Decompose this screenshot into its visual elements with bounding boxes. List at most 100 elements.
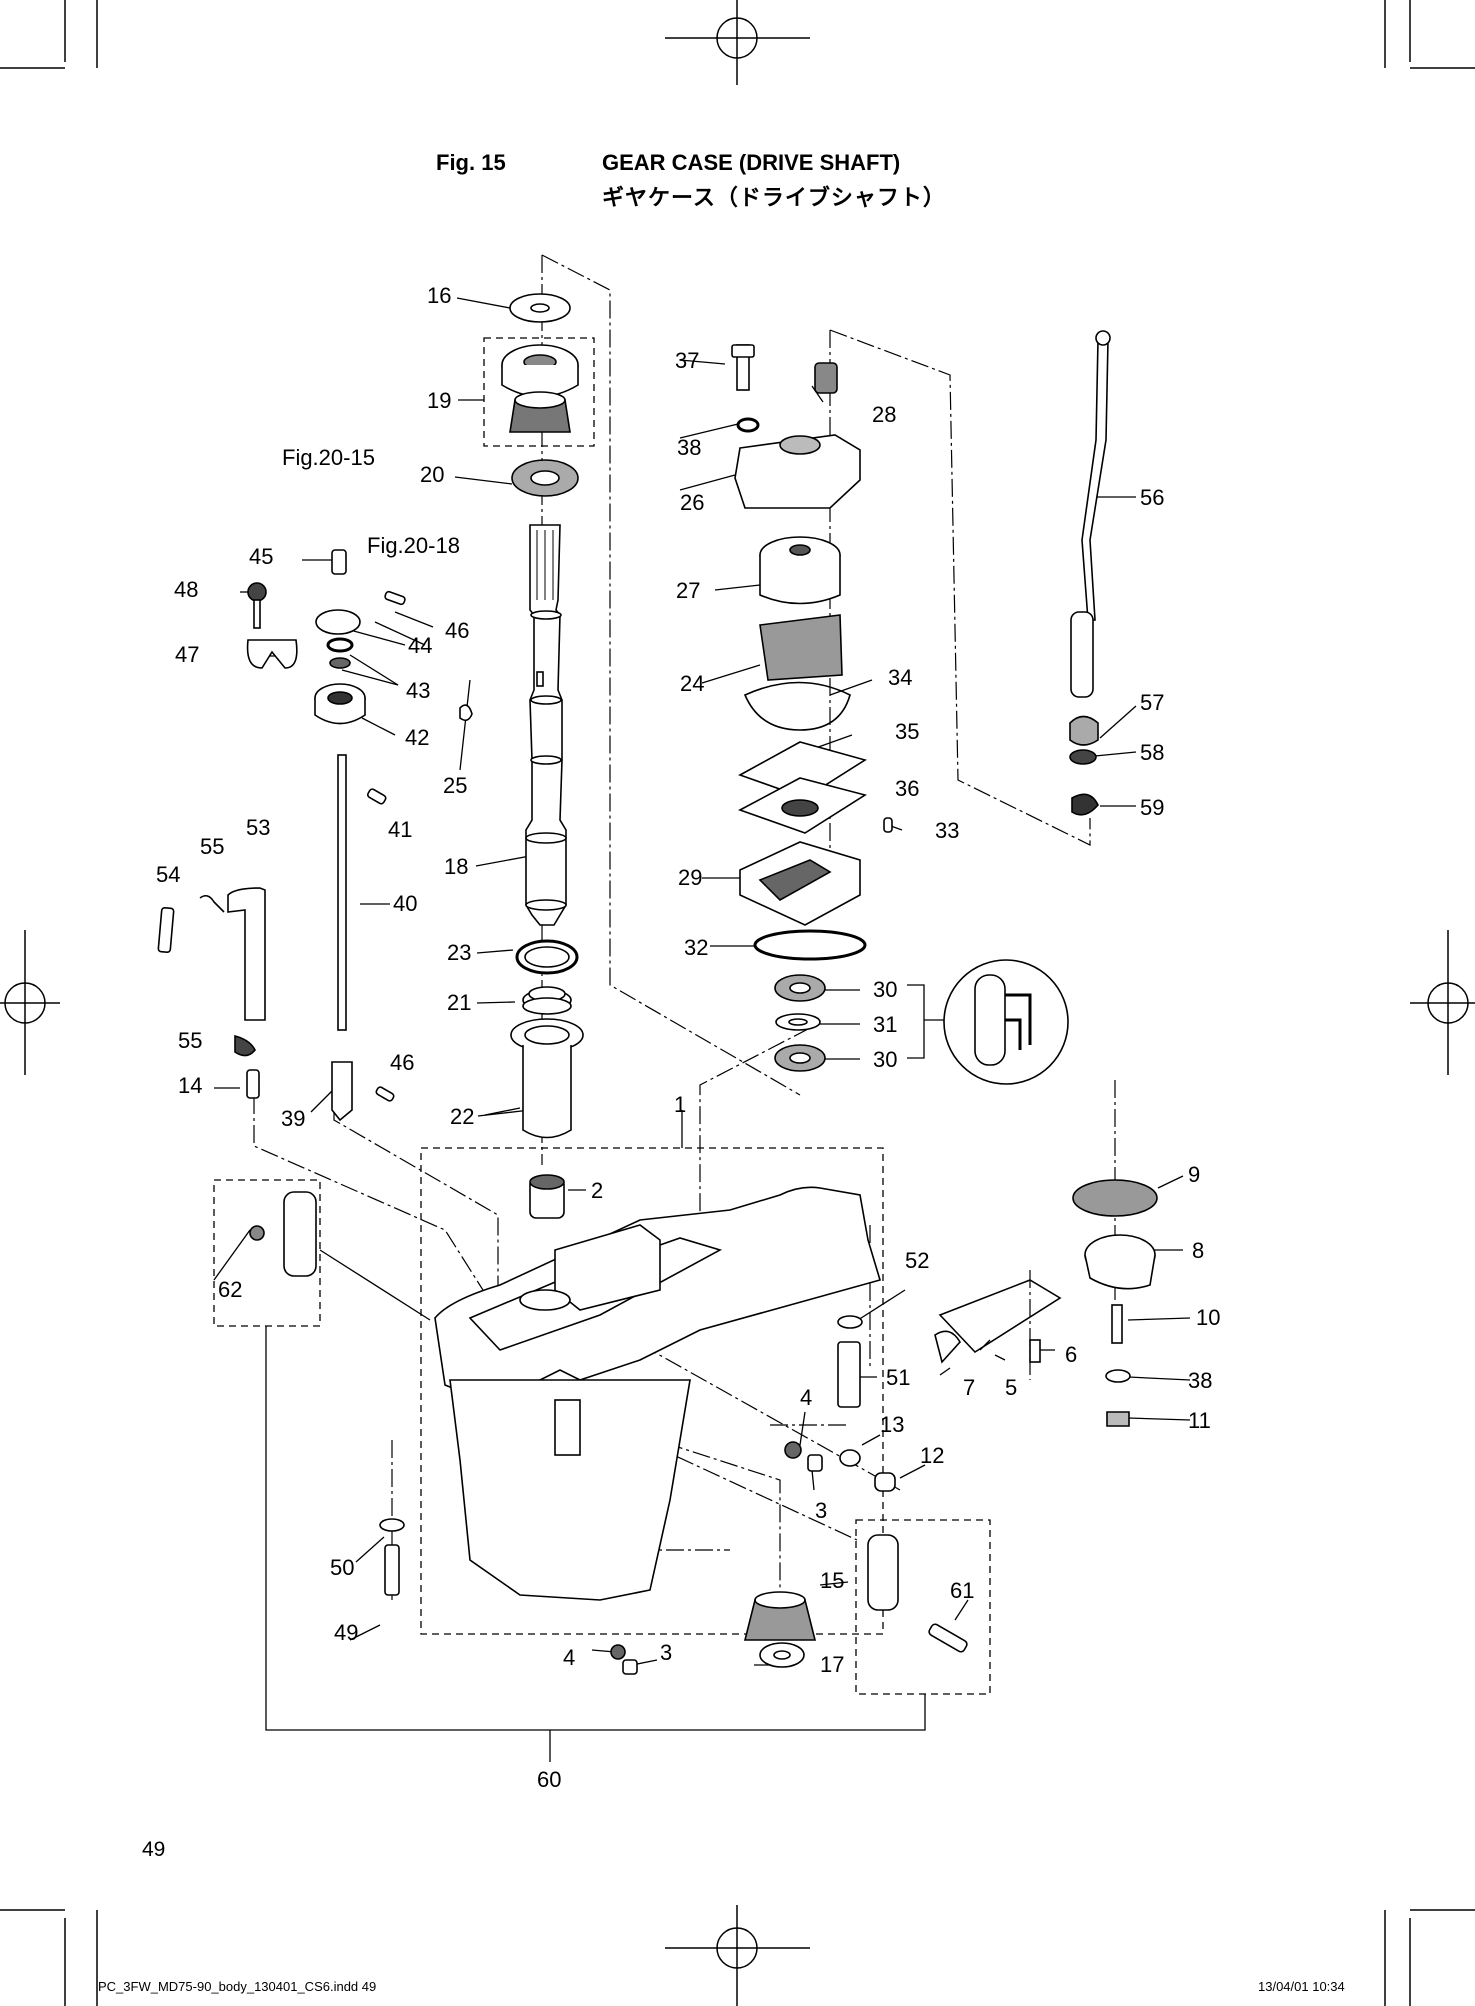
callout-7: 7 [963,1375,975,1400]
parts [157,293,1158,1675]
washer-43a [326,637,354,653]
group-boxes [213,337,991,1695]
plug-3b [622,1659,638,1675]
diagram-title-english: GEAR CASE (DRIVE SHAFT) [602,150,901,175]
callout-28: 28 [872,402,896,427]
callout-19: 19 [427,388,451,413]
callout-21: 21 [447,990,471,1015]
clip-7 [934,1330,961,1364]
callout-14: 14 [178,1073,202,1098]
callout-35: 35 [895,719,919,744]
washer-38b [1105,1369,1131,1383]
shift-rod-40 [337,754,347,1031]
grill-61 [867,1534,899,1611]
callout-46a: 46 [445,618,469,643]
callout-55b: 55 [178,1028,202,1053]
registration-mark-bottom [665,1905,810,2006]
registration-mark-top [665,0,810,85]
grill-62 [283,1191,317,1277]
callout-44: 44 [408,633,432,658]
registration-mark-left [0,930,60,1075]
o-ring-44 [315,609,361,635]
pin-41 [367,788,387,805]
callout-55a: 55 [200,834,224,859]
detail-inset [943,959,1069,1085]
leader-lines [213,297,1191,1666]
callout-23: 23 [447,940,471,965]
callout-12: 12 [920,1443,944,1468]
cap-28 [814,362,838,394]
callout-20: 20 [420,462,444,487]
callout-3b: 3 [660,1640,672,1665]
o-ring-32 [753,929,867,961]
nut-4b [610,1644,626,1660]
callout-61: 61 [950,1578,974,1603]
callout-56: 56 [1140,485,1164,510]
callout-59: 59 [1140,795,1164,820]
callout-22: 22 [450,1104,474,1129]
callout-24: 24 [680,671,704,696]
connector-45 [331,549,347,575]
washer-50 [379,1518,405,1532]
callout-11: 11 [1188,1408,1211,1433]
seal-59 [1071,793,1099,816]
callout-4a: 4 [800,1385,812,1410]
water-tube-56 [1081,339,1109,621]
callout-27: 27 [676,578,700,603]
grommet-57 [1069,715,1099,746]
callout-42: 42 [405,725,429,750]
callout-43: 43 [406,678,430,703]
footer-filename: PC_3FW_MD75-90_body_130401_CS6.indd 49 [98,1979,377,1994]
pin-33 [883,817,893,833]
callout-62: 62 [218,1277,242,1302]
callout-25: 25 [443,773,467,798]
callout-48: 48 [174,577,198,602]
screw-6 [1029,1339,1041,1363]
callout-15: 15 [820,1568,844,1593]
gasket-34 [743,681,851,731]
fitting-54 [157,907,175,953]
bolt-48 [247,582,267,602]
screw-12 [874,1472,896,1492]
figure-number: Fig. 15 [436,150,506,175]
callout-49: 49 [334,1620,358,1645]
callout-53: 53 [246,815,270,840]
pin-46a [384,590,406,606]
callout-labels: 16 19 Fig.20-15 20 45 Fig.20-18 48 46 44… [156,283,1220,1792]
callout-fig20-15: Fig.20-15 [282,445,375,470]
callout-18: 18 [444,854,468,879]
callout-36: 36 [895,776,919,801]
bolt-49 [384,1544,400,1596]
drive-shaft-18 [525,524,567,926]
callout-58: 58 [1140,740,1164,765]
callout-2: 2 [591,1178,603,1203]
callout-37: 37 [675,348,699,373]
callout-33: 33 [935,818,959,843]
callout-6: 6 [1065,1342,1077,1367]
callout-38a: 38 [677,435,701,460]
nut-11 [1106,1411,1130,1427]
callout-4b: 4 [563,1645,575,1670]
callout-47: 47 [175,642,199,667]
callout-38b: 38 [1188,1368,1212,1393]
clamp-55b [234,1034,256,1057]
callout-54: 54 [156,862,180,887]
callout-57: 57 [1140,690,1164,715]
bolt-51 [837,1341,861,1408]
callout-13: 13 [880,1412,904,1437]
washer-13 [839,1449,861,1467]
diagram-title-japanese: ギヤケース（ドライブシャフト） [602,185,946,210]
plug-3a [807,1454,823,1472]
screen-9 [1072,1179,1158,1217]
pin-46b [375,1086,395,1102]
bracket-47 [246,639,298,669]
callout-34: 34 [888,665,912,690]
callout-40: 40 [393,891,417,916]
callout-8: 8 [1192,1238,1204,1263]
callout-41: 41 [388,817,412,842]
callout-31: 31 [873,1012,897,1037]
callout-50: 50 [330,1555,354,1580]
callout-10: 10 [1196,1305,1220,1330]
screw-61 [928,1623,968,1653]
